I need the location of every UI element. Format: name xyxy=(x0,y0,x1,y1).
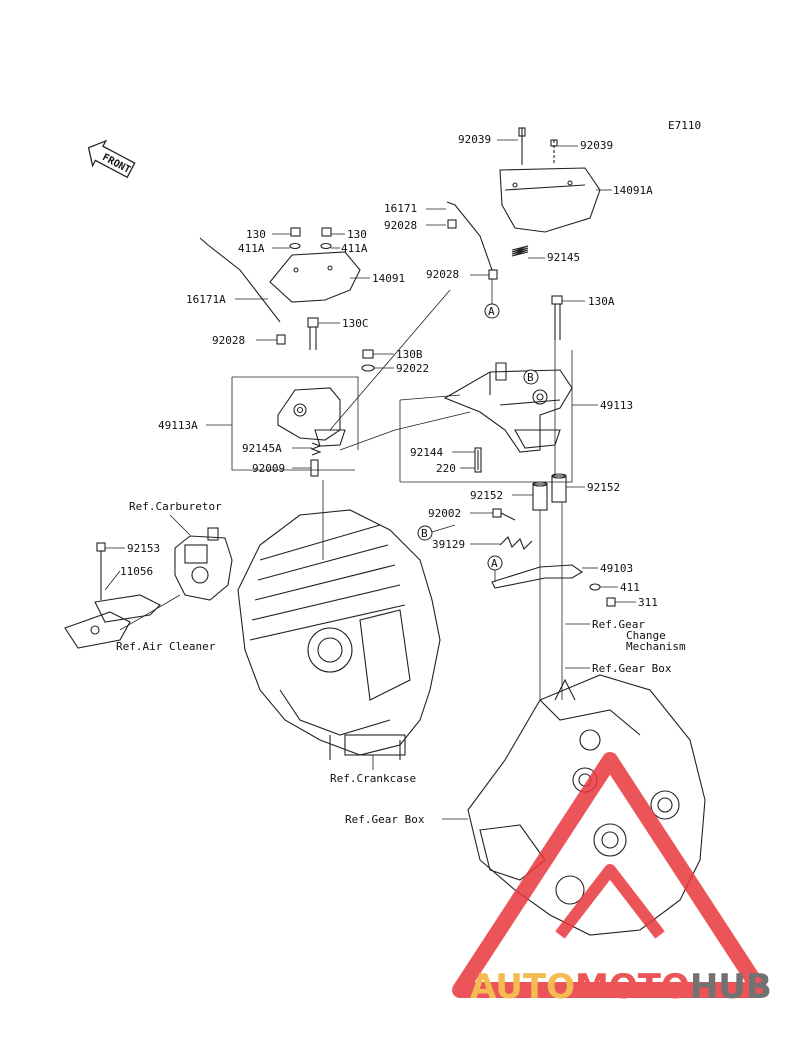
spring-39129 xyxy=(499,536,533,550)
bolt-130-left xyxy=(289,227,301,250)
spring-92145 xyxy=(511,245,529,257)
watermark-hub: HUB xyxy=(690,967,772,1007)
air-cleaner-bracket xyxy=(64,611,131,649)
callout-a-top: A xyxy=(484,279,500,319)
label-130-left: 130 xyxy=(246,228,266,241)
label-411a-left: 411A xyxy=(238,242,265,255)
nut-311 xyxy=(606,597,616,607)
watermark-logo: AUTOMOTOHUB xyxy=(452,752,772,1007)
label-92028-top: 92028 xyxy=(384,219,417,232)
label-311: 311 xyxy=(638,596,658,609)
label-49103: 49103 xyxy=(600,562,633,575)
bolt-130c xyxy=(307,317,319,350)
collar-92152-left xyxy=(532,481,548,511)
label-mechanism: Mechanism xyxy=(626,640,686,653)
bolt-130-right xyxy=(320,227,332,250)
diagram-code: E7110 xyxy=(668,119,701,132)
label-92028-mid: 92028 xyxy=(426,268,459,281)
cover-14091 xyxy=(269,251,361,303)
lever-assembly-49113 xyxy=(443,362,573,453)
label-92039-right: 92039 xyxy=(580,139,613,152)
washer-92022 xyxy=(361,364,375,372)
label-ref-gear: Ref.Gear xyxy=(592,618,645,631)
label-92028-left: 92028 xyxy=(212,334,245,347)
callout-b-top: B xyxy=(523,369,539,385)
label-130-right: 130 xyxy=(347,228,367,241)
label-16171a: 16171A xyxy=(186,293,226,306)
engine-crankcase xyxy=(237,509,441,760)
gear-box xyxy=(467,674,706,936)
watermark-text: AUTOMOTOHUB xyxy=(470,967,772,1007)
bolt-130b xyxy=(362,349,374,359)
bolt-130a xyxy=(551,295,563,340)
label-11056: 11056 xyxy=(120,565,153,578)
rod-16171 xyxy=(446,201,498,280)
label-49113a: 49113A xyxy=(158,419,198,432)
watermark-moto: MOTO xyxy=(575,967,690,1007)
rod-16171a xyxy=(199,237,286,345)
bolt-92039-right xyxy=(550,139,558,165)
label-92153: 92153 xyxy=(127,542,160,555)
label-92152-right: 92152 xyxy=(587,481,620,494)
svg-text:A: A xyxy=(491,557,498,570)
svg-text:B: B xyxy=(527,371,534,384)
label-130c: 130C xyxy=(342,317,369,330)
label-92144: 92144 xyxy=(410,446,443,459)
label-14091a: 14091A xyxy=(613,184,653,197)
lever-assembly-49113a xyxy=(277,387,346,447)
label-ref-gear-box-bottom: Ref.Gear Box xyxy=(345,813,425,826)
part-labels: 92039 92039 14091A 16171 92028 130 130 4… xyxy=(116,133,686,826)
callout-b-lower: B xyxy=(417,524,456,541)
label-92145a: 92145A xyxy=(242,442,282,455)
gasket-11056 xyxy=(94,594,161,623)
nut-411 xyxy=(589,583,601,591)
collar-92152-right xyxy=(551,473,567,503)
cover-14091a xyxy=(499,167,601,233)
label-ref-carburetor: Ref.Carburetor xyxy=(129,500,222,513)
label-ref-gear-box-top: Ref.Gear Box xyxy=(592,662,672,675)
carburetor xyxy=(174,527,233,601)
front-arrow-icon: FRONT xyxy=(87,139,136,179)
watermark-auto: AUTO xyxy=(470,967,575,1007)
label-16171: 16171 xyxy=(384,202,417,215)
pin-220 xyxy=(474,447,482,473)
svg-text:A: A xyxy=(488,305,495,318)
label-14091: 14091 xyxy=(372,272,405,285)
label-change: Change xyxy=(626,629,666,642)
spring-92145a xyxy=(310,442,322,456)
label-92009: 92009 xyxy=(252,462,285,475)
bolt-92009 xyxy=(310,459,319,477)
bolt-92039-left xyxy=(518,127,526,165)
bolt-92002 xyxy=(492,508,516,521)
label-411a-right: 411A xyxy=(341,242,368,255)
leader-lines xyxy=(104,139,636,820)
label-ref-crankcase: Ref.Crankcase xyxy=(330,772,416,785)
label-49113: 49113 xyxy=(600,399,633,412)
lever-49103 xyxy=(491,561,584,589)
label-130b: 130B xyxy=(396,348,423,361)
label-92022: 92022 xyxy=(396,362,429,375)
svg-text:B: B xyxy=(421,527,428,540)
label-92152-left: 92152 xyxy=(470,489,503,502)
bolt-92153 xyxy=(96,542,106,600)
label-39129: 39129 xyxy=(432,538,465,551)
label-ref-air-cleaner: Ref.Air Cleaner xyxy=(116,640,216,653)
label-92002: 92002 xyxy=(428,507,461,520)
label-92145: 92145 xyxy=(547,251,580,264)
label-92039-left: 92039 xyxy=(458,133,491,146)
label-220: 220 xyxy=(436,462,456,475)
label-130a: 130A xyxy=(588,295,615,308)
label-411: 411 xyxy=(620,581,640,594)
callout-a-lever: A xyxy=(487,555,503,582)
